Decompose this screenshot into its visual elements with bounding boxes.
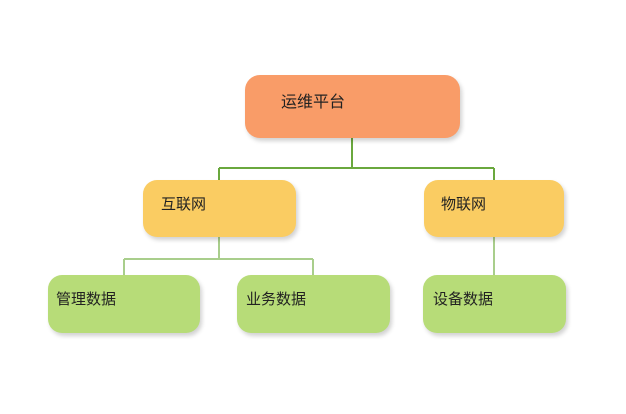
node-management-data-label: 管理数据 xyxy=(56,290,117,308)
node-iot[interactable]: 物联网 xyxy=(424,180,564,237)
node-iot-label: 物联网 xyxy=(441,195,487,213)
node-internet-label: 互联网 xyxy=(161,195,207,213)
node-business-data-label: 业务数据 xyxy=(246,290,307,308)
node-device-data[interactable]: 设备数据 xyxy=(423,275,566,333)
node-internet[interactable]: 互联网 xyxy=(143,180,296,237)
node-management-data[interactable]: 管理数据 xyxy=(48,275,200,333)
node-device-data-label: 设备数据 xyxy=(433,290,494,308)
node-ops-platform-label: 运维平台 xyxy=(281,92,346,111)
node-business-data[interactable]: 业务数据 xyxy=(237,275,390,333)
edge-level2-to-level3 xyxy=(123,237,495,276)
node-ops-platform[interactable]: 运维平台 xyxy=(245,75,460,138)
edge-root-to-level2 xyxy=(218,138,495,181)
